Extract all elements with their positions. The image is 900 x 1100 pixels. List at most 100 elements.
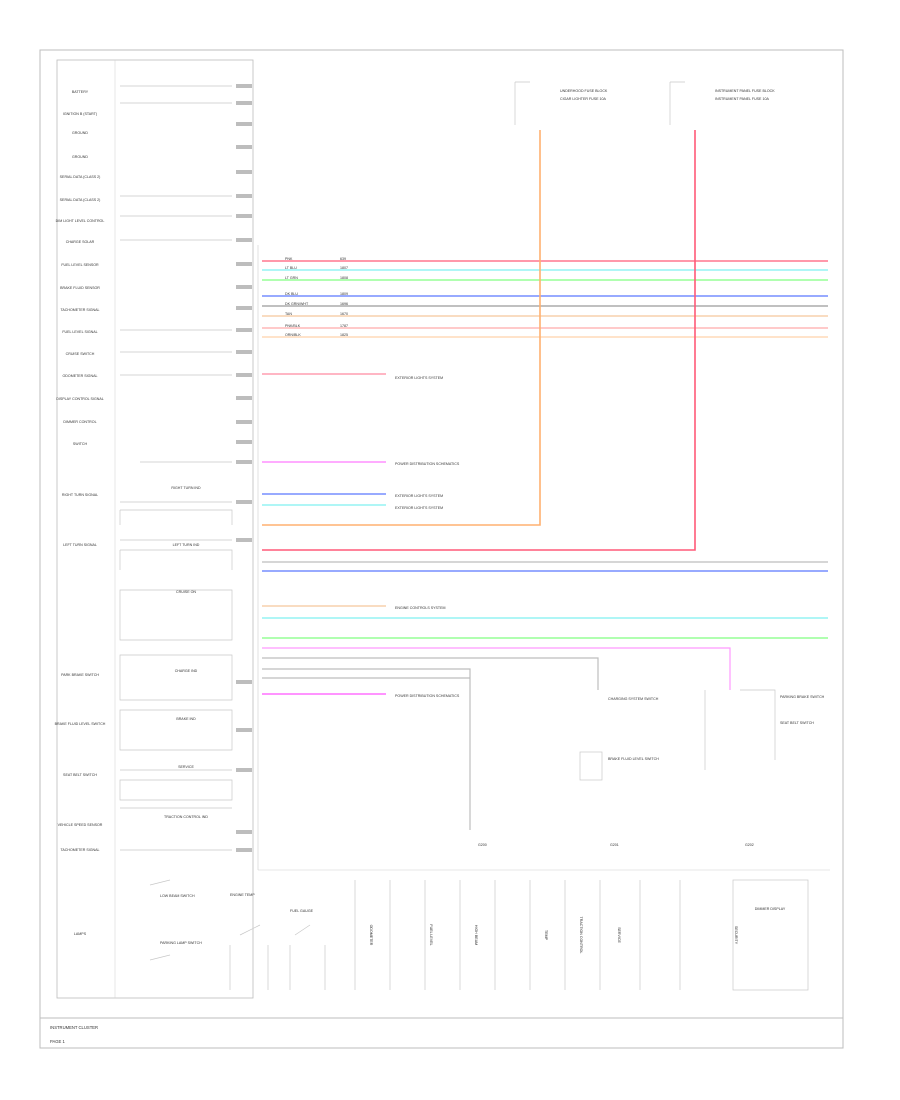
bottom-label: PARKING LAMP SWITCH	[160, 941, 202, 945]
wire-color-label: DK BLU	[285, 292, 298, 296]
internal-label: LEFT TURN IND	[173, 543, 200, 547]
wire-color-label: LT BLU	[285, 266, 297, 270]
bottom-label: LOW BEAM SWITCH	[160, 894, 195, 898]
wire-color-label: ORN/BLK	[285, 333, 301, 337]
cluster-labels: BATTERY IGNITION B (START) GROUND GROUND…	[55, 90, 106, 936]
internal-label: SERVICE	[178, 765, 194, 769]
footer-page: PAGE 1	[50, 1039, 65, 1044]
cluster-label: RIGHT TURN SIGNAL	[62, 493, 98, 497]
cluster-label: CRUISE SWITCH	[66, 352, 95, 356]
wire-pink-feed	[262, 130, 696, 551]
cluster-label: GROUND	[72, 155, 88, 159]
grounds: G200 G201 G202	[478, 843, 754, 847]
internal-label: CRUISE ON	[176, 590, 196, 594]
cluster-label: IGNITION B (START)	[63, 112, 97, 116]
lamp-label: ODOMETER	[369, 925, 373, 946]
internal-label: TRACTION CONTROL IND	[164, 815, 208, 819]
cluster-label: CHARGE SOLAR	[66, 240, 95, 244]
destination-label: POWER DISTRIBUTION SCHEMATICS	[395, 694, 460, 698]
destination-label: EXTERIOR LIGHTS SYSTEM	[395, 376, 443, 380]
wire-code-label: 1808	[340, 276, 348, 280]
lamp-label: TRACTION CONTROL	[579, 917, 583, 954]
fuse-box-text: INSTRUMENT PANEL FUSE 10A	[715, 97, 769, 101]
bottom-label: DIMMER DISPLAY	[755, 907, 786, 911]
wire-color-label: PNK	[285, 257, 293, 261]
cluster-label: SEAT BELT SWITCH	[63, 773, 97, 777]
destination-label: POWER DISTRIBUTION SCHEMATICS	[395, 462, 460, 466]
switch-parking: PARKING BRAKE SWITCH SEAT BELT SWITCH	[704, 689, 825, 770]
lamp-tiles	[354, 879, 809, 991]
ground-label: G200	[478, 843, 487, 847]
wire-code-label: 1807	[340, 266, 348, 270]
cluster-label: ODOMETER SIGNAL	[63, 374, 98, 378]
fuse-box-title: UNDERHOOD FUSE BLOCK	[560, 89, 608, 93]
internal-labels: RIGHT TURN IND LEFT TURN IND CRUISE ON C…	[164, 486, 208, 819]
lamp-label: SECURITY	[734, 926, 738, 945]
cluster-label: LEFT TURN SIGNAL	[63, 543, 97, 547]
switch-title: CHARGING SYSTEM SWITCH	[608, 697, 659, 701]
cluster-label: TACHOMETER SIGNAL	[60, 308, 99, 312]
wire-color-label: TAN	[285, 312, 292, 316]
wire-code-label: 1809	[340, 292, 348, 296]
wire-code-label: 1825	[340, 333, 348, 337]
internal-label: BRAKE IND	[176, 717, 196, 721]
cluster-label: DIMMER CONTROL	[63, 420, 96, 424]
wire-color-label: PNK/BLK	[285, 324, 301, 328]
bottom-labels: LOW BEAM SWITCH PARKING LAMP SWITCH ENGI…	[160, 893, 786, 945]
footer-caption: INSTRUMENT CLUSTER	[50, 1025, 98, 1030]
destination-wires	[262, 373, 386, 695]
cluster-label: BRAKE FLUID SENSOR	[60, 286, 100, 290]
bottom-label: ENGINE TEMP	[230, 893, 255, 897]
ground-label: G202	[745, 843, 754, 847]
destination-label: EXTERIOR LIGHTS SYSTEM	[395, 494, 443, 498]
fuse-block-underhood: UNDERHOOD FUSE BLOCK CIGAR LIGHTER FUSE …	[514, 81, 608, 125]
cluster-label: BATTERY	[72, 90, 89, 94]
wire-code-label: 1787	[340, 324, 348, 328]
internal-indicators	[119, 509, 233, 801]
cluster-label: DISPLAY CONTROL SIGNAL	[56, 397, 103, 401]
diagram-frame	[39, 49, 844, 1049]
wire-code-label: 1696	[340, 302, 348, 306]
cluster-pin-lines	[120, 85, 232, 851]
cluster-label: SERIAL DATA (CLASS 2)	[60, 175, 101, 179]
lamp-label: HIGH BEAM	[474, 925, 478, 945]
cluster-label: SWITCH	[73, 442, 88, 446]
switch-text: BRAKE FLUID LEVEL SWITCH	[608, 757, 659, 761]
lamp-label: FUEL LEVEL	[429, 924, 433, 945]
wire-bundle	[262, 260, 828, 338]
bottom-label: FUEL GAUGE	[290, 909, 314, 913]
wire-code-label: 1670	[340, 312, 348, 316]
lower-wires	[262, 561, 828, 830]
cluster-label: LAMPS	[74, 932, 87, 936]
lamp-label: TEMP	[544, 930, 548, 941]
destination-labels: EXTERIOR LIGHTS SYSTEM POWER DISTRIBUTIO…	[395, 376, 460, 698]
internal-label: RIGHT TURN IND	[171, 486, 201, 490]
wire-color-label: DK GRN/WHT	[285, 302, 309, 306]
lamp-labels: ODOMETER FUEL LEVEL HIGH BEAM TEMP TRACT…	[369, 917, 738, 954]
cluster-label: BRAKE FLUID LEVEL SWITCH	[55, 722, 106, 726]
ground-label: G201	[610, 843, 619, 847]
cluster-label: TACHOMETER SIGNAL	[60, 848, 99, 852]
internal-label: CHARGE IND	[175, 669, 198, 673]
cluster-label: FUEL LEVEL SENSOR	[61, 263, 99, 267]
wire-code-label: 639	[340, 257, 346, 261]
cluster-label: GROUND	[72, 131, 88, 135]
wire-labels: PNK 639 LT BLU 1807 LT GRN 1808 DK BLU 1…	[285, 257, 348, 337]
cluster-box	[56, 59, 254, 999]
cluster-label: SERIAL DATA (CLASS 2)	[60, 198, 101, 202]
cluster-label: PARK BRAKE SWITCH	[61, 673, 99, 677]
cluster-label: DIM LIGHT LEVEL CONTROL	[56, 219, 105, 223]
fuse-block-instrument: INSTRUMENT PANEL FUSE BLOCK INSTRUMENT P…	[669, 81, 775, 125]
switch-title: PARKING BRAKE SWITCH	[780, 695, 825, 699]
connector-pins	[236, 84, 252, 852]
fuse-box-title: INSTRUMENT PANEL FUSE BLOCK	[715, 89, 775, 93]
fuse-box-text: CIGAR LIGHTER FUSE 10A	[560, 97, 607, 101]
destination-label: EXTERIOR LIGHTS SYSTEM	[395, 506, 443, 510]
switch-text: SEAT BELT SWITCH	[780, 721, 814, 725]
cluster-label: FUEL LEVEL SIGNAL	[62, 330, 97, 334]
destination-label: ENGINE CONTROLS SYSTEM	[395, 606, 446, 610]
bottom-switches	[149, 879, 326, 990]
wire-color-label: LT GRN	[285, 276, 298, 280]
cluster-label: VEHICLE SPEED SENSOR	[58, 823, 103, 827]
